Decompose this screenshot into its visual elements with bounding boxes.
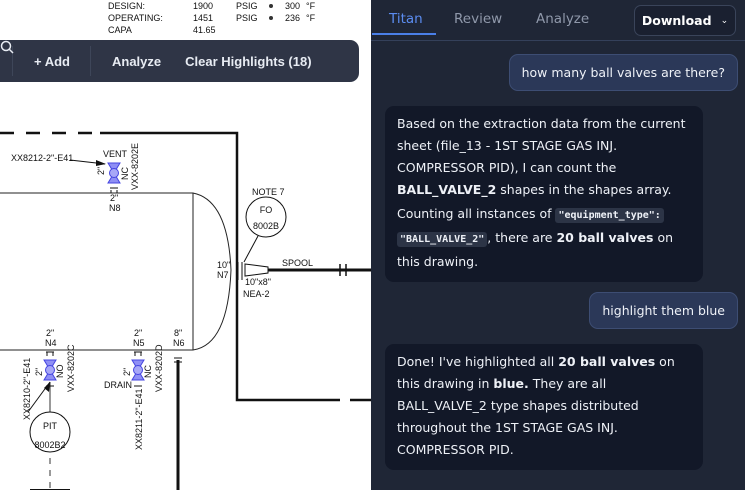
fo-tag: 8002B bbox=[253, 221, 279, 231]
spec-oper-t: 236 bbox=[285, 13, 300, 23]
instrument-fo-bubble[interactable] bbox=[245, 196, 287, 238]
spec-design-tu: °F bbox=[306, 1, 316, 11]
spec-oper-tu: °F bbox=[306, 13, 316, 23]
active-tab-indicator bbox=[372, 33, 436, 35]
user-message: how many ball valves are there? bbox=[508, 54, 738, 91]
note-label: NOTE 7 bbox=[252, 187, 285, 197]
assistant-message: Based on the extraction data from the cu… bbox=[385, 106, 703, 282]
n8-size: 2" bbox=[110, 193, 118, 203]
vent-tag: VXX-8202E bbox=[130, 143, 140, 190]
analyze-button[interactable]: Analyze bbox=[0, 40, 162, 69]
message-text: shapes in the shapes array. bbox=[496, 182, 672, 197]
chat-panel: Titan Review Analyze Download ⌄ how many … bbox=[371, 0, 745, 490]
panel-tabs: Titan Review Analyze Download ⌄ bbox=[371, 0, 745, 41]
v5-tag: VXX-8202D bbox=[154, 344, 164, 392]
user-message: highlight them blue bbox=[589, 292, 738, 329]
reducer-label: 10"x8" bbox=[245, 277, 271, 287]
v4-line-label: XX8210-2"-E41 bbox=[22, 358, 32, 420]
message-text: Done! I've highlighted all bbox=[397, 354, 559, 369]
download-button[interactable]: Download ⌄ bbox=[634, 5, 736, 36]
ball-valve-vxx-8202c[interactable] bbox=[43, 359, 57, 381]
n6-label: N6 bbox=[173, 338, 185, 348]
spec-design-t: 300 bbox=[285, 1, 300, 11]
vent-line-label: XX8212-2"-E41 bbox=[11, 153, 73, 163]
vent-label: VENT bbox=[103, 149, 128, 159]
n7-label: N7 bbox=[217, 270, 229, 280]
instrument-pit-bubble[interactable] bbox=[29, 411, 71, 453]
message-text: on this drawing in bbox=[397, 354, 675, 391]
message-text: Counting all instances of bbox=[397, 206, 556, 221]
message-text: They are all BALL_VALVE_2 type shapes di… bbox=[397, 376, 639, 457]
message-bold: 20 ball valves bbox=[558, 354, 656, 369]
v4-size: 2" bbox=[34, 368, 44, 376]
clear-highlights-label: Clear Highlights (18) bbox=[185, 53, 312, 69]
toolbar-divider bbox=[90, 46, 91, 76]
spec-oper-p: 1451 bbox=[193, 13, 213, 23]
analyze-label: Analyze bbox=[112, 53, 162, 69]
spec-design-label: DESIGN: bbox=[108, 1, 145, 11]
chevron-down-icon: ⌄ bbox=[720, 15, 729, 26]
v5-size: 2" bbox=[122, 368, 132, 376]
vent-size: 2" bbox=[96, 167, 106, 175]
tab-analyze[interactable]: Analyze bbox=[536, 11, 590, 27]
inline-code: "equipment_type": bbox=[555, 208, 664, 223]
fo-label: FO bbox=[260, 205, 273, 215]
n5-label: N5 bbox=[133, 338, 145, 348]
message-bold: blue. bbox=[493, 376, 529, 391]
tab-review[interactable]: Review bbox=[454, 11, 503, 27]
n6-size: 8" bbox=[174, 328, 182, 338]
n4-size: 2" bbox=[46, 328, 54, 338]
toolbar-divider bbox=[12, 46, 13, 76]
spec-cap-v: 41.65 bbox=[193, 25, 216, 35]
spool-label: SPOOL bbox=[282, 258, 313, 268]
assistant-message: Done! I've highlighted all 20 ball valve… bbox=[385, 344, 703, 470]
ball-valve-vxx-8202e[interactable] bbox=[107, 162, 121, 184]
n7-size: 10" bbox=[217, 260, 230, 270]
message-text: Based on the extraction data from the cu… bbox=[397, 116, 686, 175]
message-bold: BALL_VALVE_2 bbox=[397, 182, 497, 197]
spec-design-p: 1900 bbox=[193, 1, 213, 11]
pit-label: PIT bbox=[43, 421, 58, 431]
pit-tag: 8002B2 bbox=[34, 440, 65, 450]
spec-oper-label: OPERATING: bbox=[108, 13, 163, 23]
download-label: Download bbox=[641, 13, 712, 28]
clear-highlights-button[interactable]: Clear Highlights (18) bbox=[185, 54, 311, 69]
pid-drawing: DESIGN: 1900 PSIG 300 °F OPERATING: 1451… bbox=[0, 1, 371, 490]
spec-oper-pu: PSIG bbox=[236, 13, 258, 23]
drawing-toolbar: + Add Analyze Clear Highlights (18) bbox=[0, 40, 359, 82]
tab-titan[interactable]: Titan bbox=[389, 11, 423, 27]
nea-label: NEA-2 bbox=[243, 289, 270, 299]
spec-cap-label: CAPA bbox=[108, 25, 132, 35]
v4-state: NO bbox=[55, 365, 65, 379]
ball-valve-vxx-8202d[interactable] bbox=[131, 359, 145, 381]
v5-state: NC bbox=[143, 365, 153, 378]
vent-state: NC bbox=[120, 167, 130, 180]
inline-code: "BALL_VALVE_2" bbox=[397, 232, 488, 247]
drawing-canvas[interactable]: DESIGN: 1900 PSIG 300 °F OPERATING: 1451… bbox=[0, 0, 371, 490]
n4-label: N4 bbox=[45, 338, 57, 348]
search-icon bbox=[0, 40, 14, 54]
message-text: on this drawing. bbox=[397, 230, 674, 269]
v4-tag: VXX-8202C bbox=[66, 344, 76, 392]
drain-label: DRAIN bbox=[104, 380, 132, 390]
add-button[interactable]: + Add bbox=[34, 54, 70, 69]
spec-design-pu: PSIG bbox=[236, 1, 258, 11]
add-label: + Add bbox=[34, 53, 70, 69]
n8-label: N8 bbox=[109, 203, 121, 213]
n5-size: 2" bbox=[134, 328, 142, 338]
message-text: , there are bbox=[487, 230, 557, 245]
v5-line-label: XX8211-2"-E41 bbox=[134, 388, 144, 450]
message-bold: 20 ball valves bbox=[556, 230, 654, 245]
